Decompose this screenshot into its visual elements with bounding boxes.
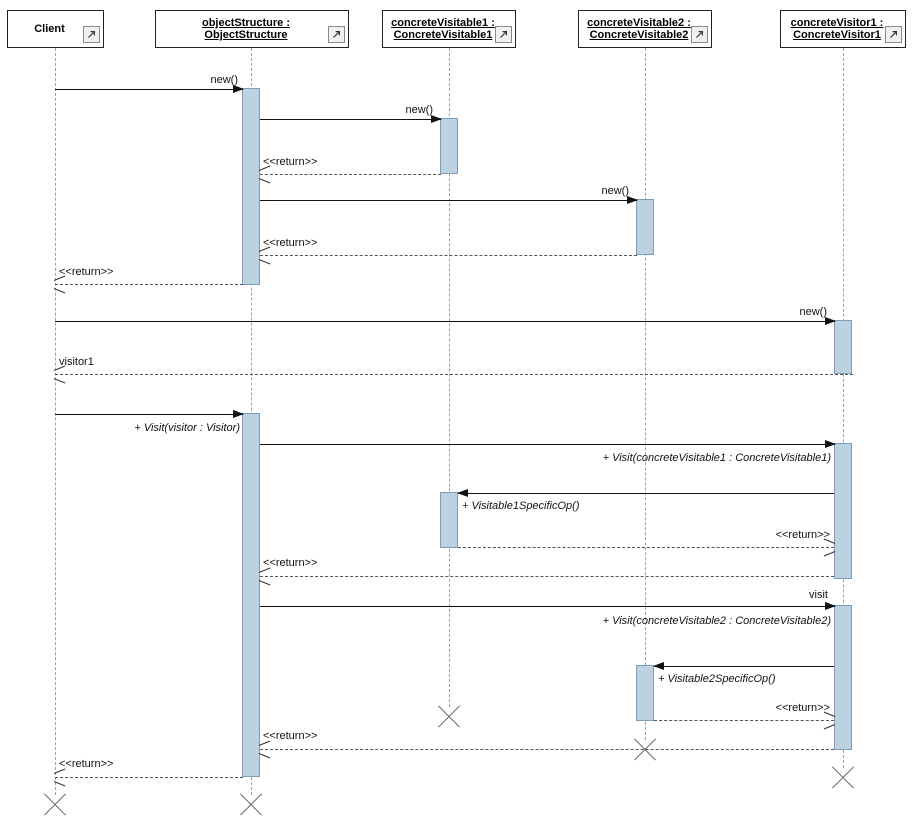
lifeline-stem-client [55, 48, 56, 795]
msg-return-visitable2-specificop-arrowhead [823, 711, 836, 730]
msg-return-concretevisitable2-create-line [260, 255, 637, 256]
destruction-marker-object-structure [238, 792, 264, 818]
msg-return-visitor1-label: visitor1 [59, 356, 94, 368]
msg-return-visit-concretevisitable2-line [260, 749, 834, 750]
activation-bar-concrete-visitable-1 [440, 118, 458, 174]
lifeline-label-concrete-visitor-1: concreteVisitor1 : ConcreteVisitor1 [790, 16, 884, 41]
msg-return-visitor1-arrowhead [53, 365, 66, 384]
msg-visitable1-specificop-label: + Visitable1SpecificOp() [462, 500, 580, 512]
msg-return-visitor1-line [55, 374, 853, 375]
activation-bar-concrete-visitable-2 [636, 665, 654, 721]
activation-bar-concrete-visitor-1 [834, 320, 852, 374]
msg-return-visit-client-line [55, 777, 243, 778]
destruction-marker-concrete-visitable-2 [632, 737, 658, 763]
activation-bar-object-structure [242, 88, 260, 285]
msg-visitable2-specificop-label: + Visitable2SpecificOp() [658, 673, 776, 685]
msg-return-concretevisitable2-create-label: <<return>> [263, 237, 318, 249]
external-link-icon[interactable] [885, 26, 902, 43]
external-link-icon[interactable] [328, 26, 345, 43]
destruction-marker-concrete-visitable-1 [436, 704, 462, 730]
lifeline-header-object-structure[interactable]: objectStructure : ObjectStructure [155, 10, 349, 48]
msg-return-objectstructure-create-label: <<return>> [59, 266, 114, 278]
external-link-icon[interactable] [495, 26, 512, 43]
lifeline-stem-concrete-visitable-1 [449, 48, 450, 707]
msg-return-visit-concretevisitable2-label: <<return>> [263, 730, 318, 742]
activation-bar-concrete-visitable-2 [636, 199, 654, 255]
msg-new-concretevisitor1-arrowhead [825, 317, 836, 325]
msg-new-concretevisitable2-arrowhead [627, 196, 638, 204]
lifeline-stem-concrete-visitor-1 [843, 48, 844, 768]
msg-new-concretevisitable1-label: new() [405, 104, 433, 116]
lifeline-label-client: Client [34, 22, 65, 35]
msg-new-concretevisitor1-line [55, 321, 835, 322]
msg-visit-concretevisitable1-line [260, 444, 835, 445]
external-link-icon[interactable] [83, 26, 100, 43]
lifeline-header-concrete-visitable-1[interactable]: concreteVisitable1 : ConcreteVisitable1 [382, 10, 516, 48]
msg-new-concretevisitor1-label: new() [799, 306, 827, 318]
destruction-marker-concrete-visitor-1 [830, 765, 856, 791]
msg-return-visitable2-specificop-label: <<return>> [775, 702, 830, 714]
msg-return-visit-concretevisitable1-arrowhead [258, 567, 271, 586]
activation-bar-concrete-visitable-1 [440, 492, 458, 548]
msg-return-visit-concretevisitable2-arrowhead [258, 740, 271, 759]
msg-visit-concretevisitable1-arrowhead [825, 440, 836, 448]
msg-return-visitable1-specificop-line [458, 547, 834, 548]
msg-new-concretevisitable1-arrowhead [431, 115, 442, 123]
lifeline-stem-concrete-visitable-2 [645, 48, 646, 740]
msg-visit-concretevisitable2-label: + Visit(concreteVisitable2 : ConcreteVis… [602, 615, 831, 627]
msg-new-objectstructure-arrowhead [233, 85, 244, 93]
lifeline-label-object-structure: objectStructure : ObjectStructure [201, 16, 290, 41]
msg-new-objectstructure-line [55, 89, 243, 90]
msg-visit-visitor-line [55, 414, 243, 415]
msg-return-concretevisitable2-create-arrowhead [258, 246, 271, 265]
msg-visitable1-specificop-line [458, 493, 834, 494]
msg-return-concretevisitable1-create-line [260, 174, 441, 175]
msg-visit-concretevisitable1-label: + Visit(concreteVisitable1 : ConcreteVis… [602, 452, 831, 464]
msg-return-visit-client-label: <<return>> [59, 758, 114, 770]
lifeline-header-client[interactable]: Client [7, 10, 104, 48]
msg-visit-line [260, 606, 835, 607]
msg-return-concretevisitable1-create-arrowhead [258, 165, 271, 184]
msg-visitable1-specificop-arrowhead [457, 489, 468, 497]
lifeline-label-concrete-visitable-1: concreteVisitable1 : ConcreteVisitable1 [391, 16, 495, 41]
lifeline-header-concrete-visitable-2[interactable]: concreteVisitable2 : ConcreteVisitable2 [578, 10, 712, 48]
external-link-icon[interactable] [691, 26, 708, 43]
msg-visitable2-specificop-line [654, 666, 834, 667]
msg-new-objectstructure-label: new() [210, 74, 238, 86]
msg-return-concretevisitable1-create-label: <<return>> [263, 156, 318, 168]
activation-bar-concrete-visitor-1 [834, 443, 852, 579]
msg-return-visitable1-specificop-arrowhead [823, 538, 836, 557]
msg-visitable2-specificop-arrowhead [653, 662, 664, 670]
msg-return-visitable1-specificop-label: <<return>> [775, 529, 830, 541]
msg-return-visitable2-specificop-line [654, 720, 834, 721]
msg-new-concretevisitable2-line [260, 200, 637, 201]
msg-return-objectstructure-create-line [55, 284, 243, 285]
msg-new-concretevisitable1-line [260, 119, 441, 120]
msg-return-objectstructure-create-arrowhead [53, 275, 66, 294]
activation-bar-object-structure [242, 413, 260, 777]
msg-visit-label: visit [809, 589, 828, 601]
lifeline-label-concrete-visitable-2: concreteVisitable2 : ConcreteVisitable2 [587, 16, 691, 41]
msg-visit-visitor-label: + Visit(visitor : Visitor) [134, 422, 240, 434]
destruction-marker-client [42, 792, 68, 818]
msg-return-visit-client-arrowhead [53, 768, 66, 787]
msg-visit-visitor-arrowhead [233, 410, 244, 418]
lifeline-header-concrete-visitor-1[interactable]: concreteVisitor1 : ConcreteVisitor1 [780, 10, 906, 48]
msg-return-visit-concretevisitable1-line [260, 576, 834, 577]
msg-new-concretevisitable2-label: new() [601, 185, 629, 197]
activation-bar-concrete-visitor-1 [834, 605, 852, 750]
msg-return-visit-concretevisitable1-label: <<return>> [263, 557, 318, 569]
msg-visit-arrowhead [825, 602, 836, 610]
